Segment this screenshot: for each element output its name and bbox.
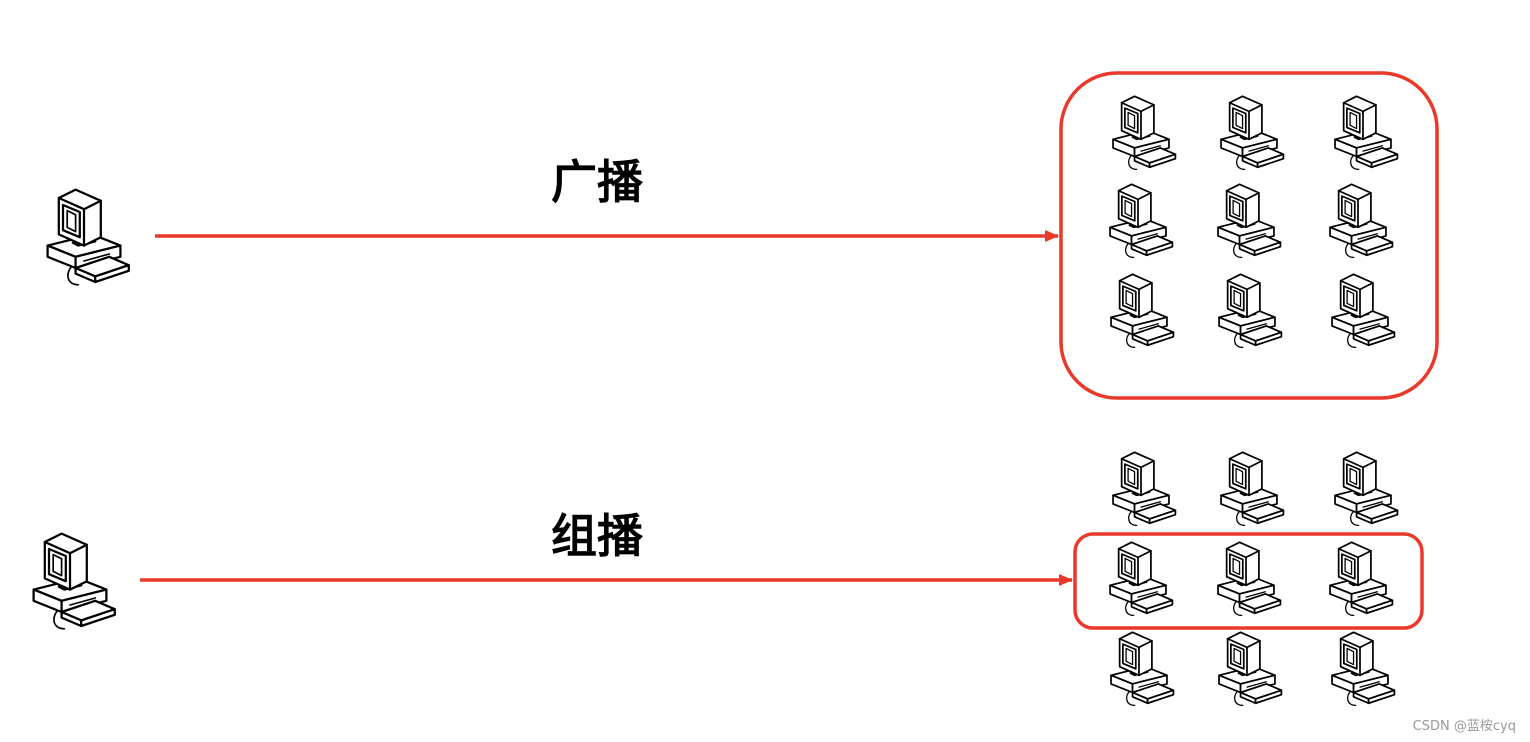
receiver-computer-icon bbox=[1334, 95, 1399, 171]
broadcast-section: 广播 bbox=[46, 71, 1439, 400]
receiver-computer-icon bbox=[1217, 183, 1282, 259]
receiver-computer-icon bbox=[1220, 451, 1285, 527]
receiver-computer-icon bbox=[1329, 541, 1394, 617]
receiver-computer-icon bbox=[1220, 95, 1285, 171]
receiver-computer-icon bbox=[1331, 273, 1396, 349]
receiver-computer-icon bbox=[1329, 183, 1394, 259]
broadcast-receivers bbox=[1109, 95, 1399, 349]
sender-computer-icon bbox=[32, 532, 116, 630]
receiver-computer-icon bbox=[1331, 631, 1396, 707]
receiver-computer-icon bbox=[1112, 95, 1177, 171]
receiver-computer-icon bbox=[1110, 631, 1175, 707]
broadcast-label: 广播 bbox=[551, 155, 644, 209]
receiver-computer-icon bbox=[1217, 541, 1282, 617]
receiver-computer-icon bbox=[1334, 451, 1399, 527]
broadcast-group-box bbox=[1059, 71, 1439, 400]
receiver-computer-icon bbox=[1110, 273, 1175, 349]
receiver-computer-icon bbox=[1109, 183, 1174, 259]
receiver-computer-icon bbox=[1109, 541, 1174, 617]
receiver-computer-icon bbox=[1218, 631, 1283, 707]
multicast-label: 组播 bbox=[551, 509, 644, 563]
multicast-group-box bbox=[1073, 532, 1424, 630]
multicast-receivers bbox=[1109, 451, 1399, 707]
watermark-text: CSDN @蓝桉cyq bbox=[1413, 719, 1516, 734]
multicast-section: 组播 bbox=[32, 451, 1424, 707]
receiver-computer-icon bbox=[1218, 273, 1283, 349]
sender-computer-icon bbox=[46, 188, 130, 286]
receiver-computer-icon bbox=[1112, 451, 1177, 527]
